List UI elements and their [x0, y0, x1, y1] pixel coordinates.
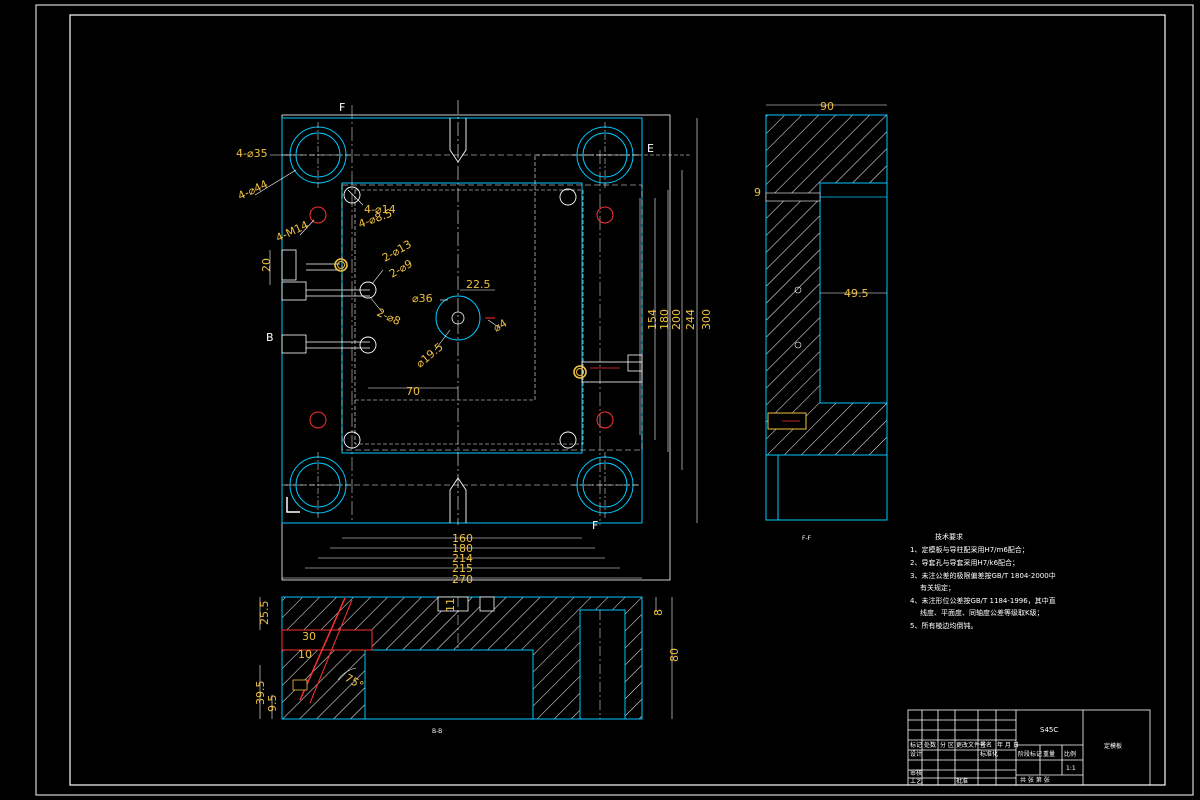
- dim-d36: ⌀36: [412, 292, 433, 305]
- title-block-material: S45C: [1040, 726, 1058, 734]
- side-view: 90 9 49.5 F-F: [754, 100, 888, 542]
- view-label-b-b: B-B: [432, 728, 442, 735]
- note-line-4: 有关规定；: [920, 583, 955, 592]
- dim-bot-39-5: 39.5: [254, 681, 267, 706]
- tb-header-sign: 签名: [980, 741, 992, 749]
- dim-v180: 180: [658, 309, 671, 330]
- tb-stage-mark: 阶段标记: [1018, 750, 1042, 758]
- dim-4-d14: 4-⌀14: [364, 203, 396, 216]
- dim-bot-80: 80: [668, 648, 681, 662]
- dim-4-d44: 4-⌀44: [236, 178, 270, 203]
- dim-180: 180: [452, 542, 473, 555]
- bottom-section-view: 25.5 30 10 75° 39.5 9.5 11 8 80 B-B: [254, 596, 681, 735]
- tb-header-date: 年 月 日: [997, 741, 1019, 749]
- dim-side-9: 9: [754, 186, 761, 199]
- dim-300: 300: [700, 309, 713, 330]
- title-block-drawing-name: 定模板: [1104, 742, 1122, 750]
- dim-20: 20: [260, 258, 273, 272]
- dim-4-d35: 4-⌀35: [236, 147, 268, 160]
- dim-bot-30: 30: [302, 630, 316, 643]
- view-label-f-f: F-F: [802, 535, 812, 542]
- dim-bot-10: 10: [298, 648, 312, 661]
- notes-title: 技术要求: [935, 532, 963, 541]
- tb-row-mark: 标记: [910, 741, 922, 749]
- technical-notes: 技术要求 1、定模板与导柱配采用H7/m6配合； 2、导套孔与导套采用H7/k6…: [910, 532, 1056, 630]
- dim-70: 70: [406, 385, 420, 398]
- tb-header-file: 更改文件号: [956, 741, 986, 749]
- tb-standardization: 标准化: [980, 750, 998, 758]
- dim-215: 215: [452, 562, 473, 575]
- dim-214: 214: [452, 552, 473, 565]
- dim-270: 270: [452, 573, 473, 586]
- dim-d4: ⌀4: [491, 317, 509, 335]
- note-line-7: 5、所有棱边均倒钝。: [910, 621, 977, 630]
- section-label-e: E: [647, 142, 654, 155]
- note-line-3: 3、未注公差的极限偏差按GB/T 1804-2000中: [910, 571, 1056, 580]
- note-line-2: 2、导套孔与导套采用H7/k6配合；: [910, 558, 1019, 567]
- note-line-6: 线度、平面度、同轴度公差等级取K级；: [920, 608, 1044, 617]
- dim-2-d8: 2-⌀8: [375, 306, 403, 328]
- dim-bot-25-5: 25.5: [258, 601, 271, 626]
- dim-244: 244: [684, 309, 697, 330]
- dim-160: 160: [452, 532, 473, 545]
- dim-d19-5: ⌀19.5: [414, 340, 446, 370]
- note-line-5: 4、未注形位公差按GB/T 1184-1996，其中直: [910, 596, 1056, 605]
- tb-row-process: 工艺: [910, 777, 922, 785]
- section-label-f-top: F: [339, 101, 345, 114]
- section-label-b: B: [266, 331, 274, 344]
- tb-weight: 重量: [1043, 750, 1055, 758]
- tb-row-review: 审核: [910, 769, 922, 777]
- title-block: S45C 定模板 标记 设计 审核 工艺 处数 分 区 更改文件号 签名 年 月…: [907, 709, 1151, 786]
- drawing-frame: [35, 4, 1194, 796]
- tb-header-count: 处数: [924, 741, 936, 749]
- dim-bot-9-5: 9.5: [266, 695, 279, 713]
- tb-sheet: 共 张 第 张: [1020, 776, 1050, 784]
- tb-approval: 批准: [956, 777, 968, 785]
- tb-scale-value: 1:1: [1066, 765, 1076, 772]
- section-label-f-bottom: F: [592, 519, 598, 532]
- dim-200: 200: [670, 309, 683, 330]
- tb-row-design: 设计: [910, 750, 922, 758]
- tb-scale-label: 比例: [1064, 750, 1076, 758]
- dim-side-49-5: 49.5: [844, 287, 869, 300]
- dim-154: 154: [646, 309, 659, 330]
- tb-header-zone: 分 区: [940, 741, 954, 749]
- top-view: 4-⌀35 4-⌀44 4-⌀14 4-⌀8.5 4-M14 2-⌀13 2-⌀…: [236, 100, 713, 586]
- note-line-1: 1、定模板与导柱配采用H7/m6配合；: [910, 545, 1029, 554]
- dim-4-m14: 4-M14: [274, 218, 311, 244]
- dim-bot-11: 11: [444, 598, 457, 612]
- dim-side-90: 90: [820, 100, 834, 113]
- dim-22-5: 22.5: [466, 278, 491, 291]
- dim-bot-8: 8: [652, 609, 665, 616]
